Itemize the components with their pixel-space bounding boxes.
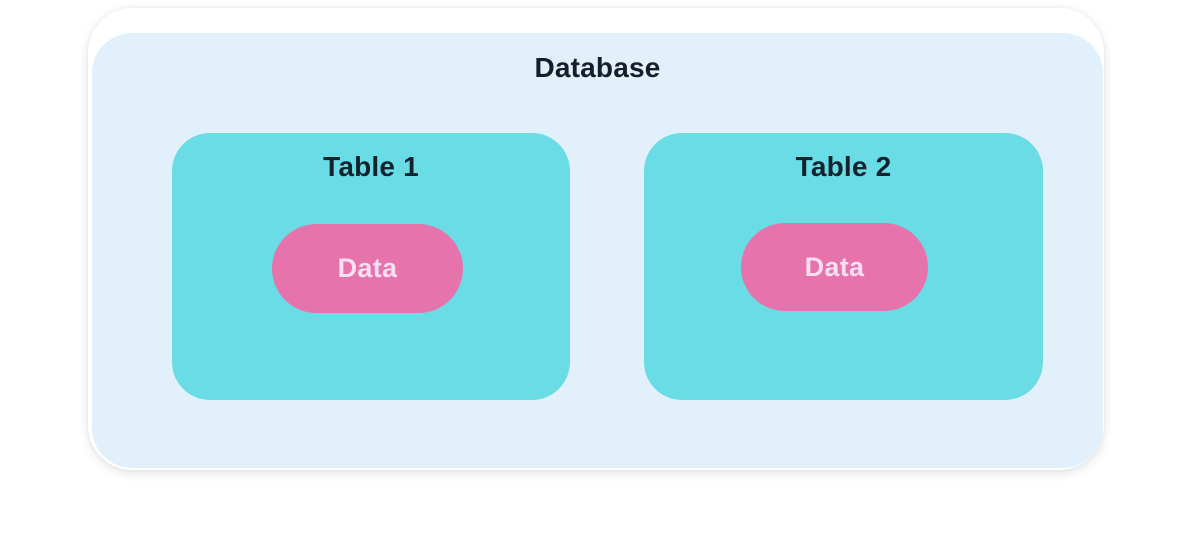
table-1-label: Table 1: [323, 151, 419, 182]
table-2-box: Table 2 Data: [644, 133, 1043, 400]
database-title: Database: [534, 52, 661, 83]
table-2-label: Table 2: [795, 151, 892, 182]
figure-card: Database Table 1 Data Table 2 Data: [88, 8, 1104, 470]
table-1-box: Table 1 Data: [172, 133, 570, 400]
table-2-data-pill: Data: [741, 223, 928, 311]
table-1-data-label: Data: [337, 253, 398, 283]
database-container: Database Table 1 Data Table 2 Data: [92, 33, 1103, 468]
table-1-data-pill: Data: [272, 224, 463, 313]
table-2-data-label: Data: [804, 251, 865, 282]
